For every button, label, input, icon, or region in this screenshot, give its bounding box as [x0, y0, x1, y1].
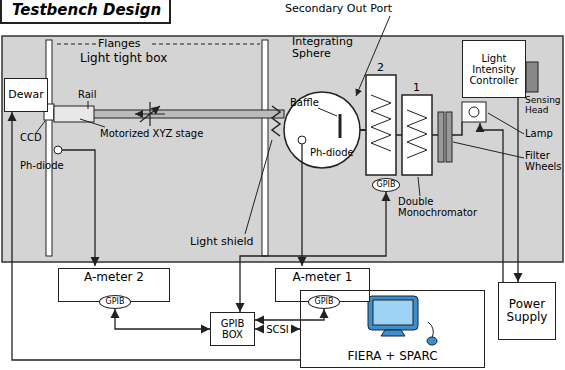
node-text: Power Supply — [502, 298, 552, 324]
connector — [12, 112, 300, 360]
mouse-cable — [428, 322, 433, 338]
part-label: Secondary Out Port — [285, 3, 392, 15]
port — [360, 129, 366, 131]
leader-line — [418, 177, 420, 196]
signal-wire — [62, 150, 95, 266]
photodiode — [54, 146, 62, 154]
part-label: 1 — [413, 82, 420, 94]
integrating-sphere — [284, 92, 360, 168]
power-supply-box: Power Supply — [498, 282, 556, 340]
grating-symbol — [407, 110, 427, 158]
part-label: 2 — [377, 62, 384, 74]
monochromator-stage — [366, 75, 396, 175]
node-text: A-meter 1 — [293, 271, 353, 284]
part-label: Ph-diode — [310, 147, 354, 158]
controller-box: Light Intensity Controller — [462, 40, 526, 98]
mouse — [427, 337, 437, 345]
baffle — [339, 114, 342, 138]
lamp-housing — [462, 102, 486, 122]
power-wire — [480, 123, 503, 282]
node-text: Light Intensity Controller — [466, 53, 522, 86]
part-label: Integrating Sphere — [292, 36, 364, 60]
photodiode — [298, 136, 306, 144]
leader-line — [80, 101, 105, 127]
leader-line — [54, 44, 260, 45]
node-text: A-meter 2 — [84, 271, 144, 284]
screen — [373, 300, 413, 325]
leader-line — [318, 108, 337, 116]
part-label: Double Monochromator — [398, 196, 488, 218]
node-text: GPIB — [106, 298, 125, 307]
part-label: Ph-diode — [20, 160, 64, 171]
dewar-box: Dewar — [4, 78, 48, 112]
part-label: Light tight box — [80, 52, 167, 65]
node-text: GPIB BOX — [214, 318, 251, 340]
gpib-port: GPIB — [99, 295, 131, 309]
monitor-stand — [381, 330, 405, 336]
leader-line — [245, 140, 272, 234]
part-label: Light shield — [190, 236, 254, 248]
leader-line — [36, 121, 45, 133]
lamp-bulb — [469, 107, 479, 117]
node-text: GPIB — [315, 298, 334, 307]
gpib-box: GPIB BOX — [210, 312, 255, 346]
part-label: Lamp — [525, 128, 553, 139]
monochromator-stage — [402, 95, 432, 175]
node-text: GPIB — [377, 181, 396, 190]
sensing-head — [526, 62, 538, 92]
monitor — [368, 296, 418, 330]
ammeter-box: A-meter 1GPIB — [275, 268, 370, 302]
part-label: Sensing Head — [525, 96, 563, 116]
grating-symbol — [371, 95, 391, 151]
node-text: Dewar — [8, 89, 44, 101]
part-label: CCD — [20, 132, 42, 143]
leader-line — [453, 113, 524, 158]
gpib-port: GPIB — [308, 295, 340, 309]
connector — [255, 309, 324, 320]
axes-symbol — [135, 102, 165, 126]
part-label: Rail — [78, 89, 96, 100]
edge-label: SCSI — [264, 324, 291, 335]
part-label: Motorized XYZ stage — [100, 128, 203, 139]
filter-wheel — [438, 112, 444, 162]
title-box: Testbench Design — [0, 0, 171, 24]
connector — [517, 98, 518, 282]
flange — [262, 40, 268, 256]
flange — [46, 40, 52, 256]
light-shield — [272, 106, 280, 136]
node-text: FIERA + SPARC — [347, 350, 437, 363]
signal-wire — [301, 144, 302, 266]
light-tight-panel — [2, 36, 563, 262]
part-label: Filter Wheels — [525, 150, 563, 172]
ammeter-box: A-meter 2GPIB — [58, 268, 170, 302]
filter-wheel — [446, 112, 452, 162]
part-label: Flanges — [98, 38, 141, 50]
part-label: Baffle — [290, 97, 319, 108]
workstation-ground — [300, 290, 485, 368]
connector — [115, 309, 210, 329]
workstation-box: FIERA + SPARC — [300, 290, 485, 368]
gpib-port: GPIB — [372, 178, 400, 192]
connector — [240, 192, 386, 312]
